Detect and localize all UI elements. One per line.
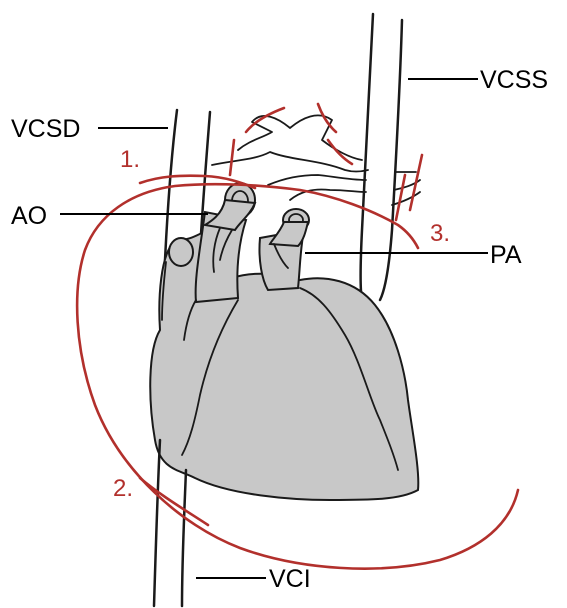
ao-label: AO [11, 202, 47, 230]
cut-marker-1: 1. [120, 146, 140, 173]
incision-lower-slash [140, 478, 208, 525]
vcsd-label: VCSD [11, 115, 80, 143]
vci-label: VCI [269, 565, 311, 593]
right-atrial-appendage [169, 238, 193, 266]
cut-marker-3: 3. [430, 220, 450, 247]
vcss-vessel [361, 14, 403, 300]
vcss-label: VCSS [480, 66, 548, 94]
pa-label: PA [490, 241, 522, 269]
cut-marker-2: 2. [113, 475, 133, 502]
